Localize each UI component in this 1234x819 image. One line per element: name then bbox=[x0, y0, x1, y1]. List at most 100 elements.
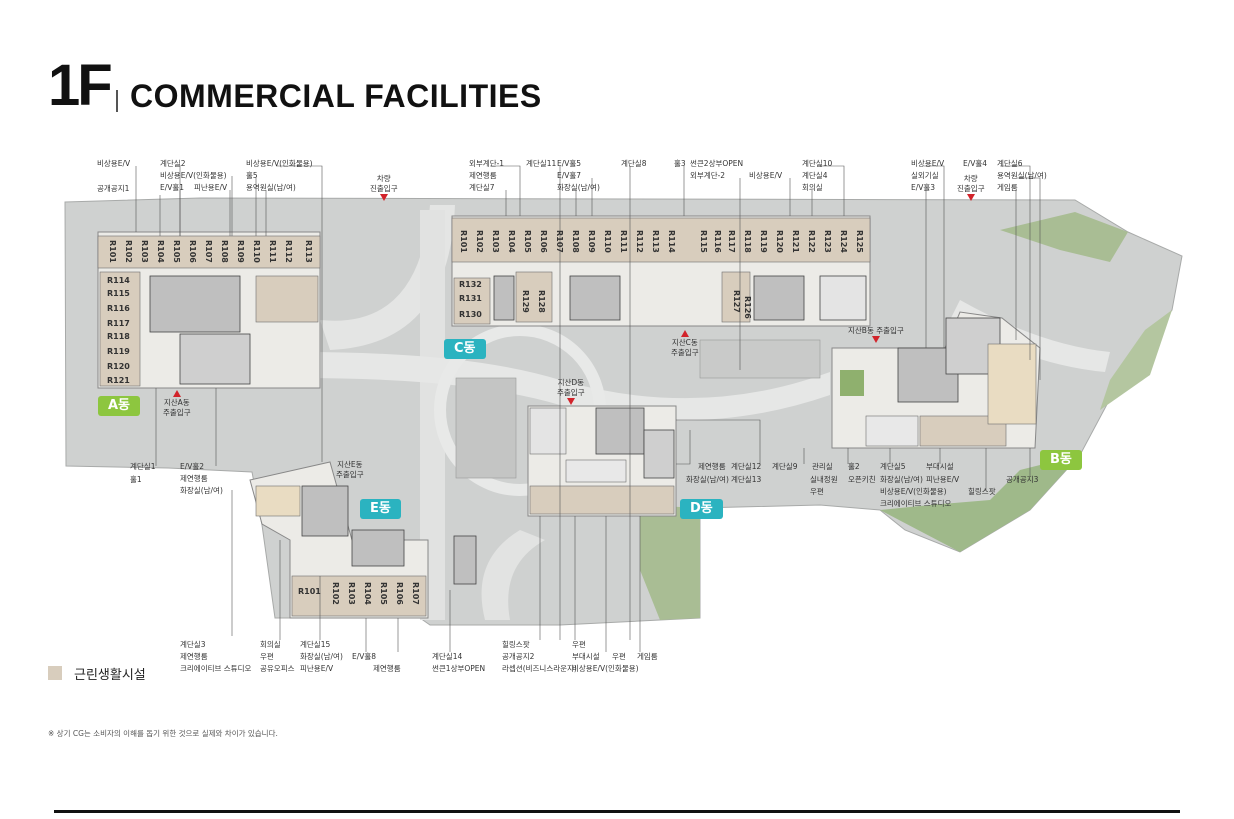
callout-label: 게임룸 bbox=[637, 652, 658, 661]
sunken-plaza bbox=[455, 377, 517, 479]
callout-label: 홀5 bbox=[246, 171, 258, 180]
callout-label: 계단실7 bbox=[469, 183, 495, 192]
room-label: R112 bbox=[635, 230, 644, 253]
callout-label: 계단실2 bbox=[160, 159, 186, 168]
callout-label: E/V홀8 bbox=[352, 652, 377, 661]
title-divider bbox=[116, 90, 118, 112]
landscape-green bbox=[1000, 212, 1128, 262]
room-label: R118 bbox=[743, 230, 752, 253]
callout-label: 계단실5 bbox=[880, 462, 906, 471]
leader-lines bbox=[135, 165, 1041, 652]
building-a-units-side bbox=[99, 271, 141, 387]
road bbox=[300, 352, 830, 421]
callout-label: 외부계단-2 bbox=[690, 171, 726, 180]
room-label: R110 bbox=[603, 230, 612, 253]
callout-label: 힐링스팟 bbox=[502, 640, 530, 649]
room-label: R121 bbox=[107, 376, 130, 385]
entrance-arrow-icon bbox=[566, 398, 575, 405]
callout-label: 공유오피스 bbox=[260, 664, 295, 673]
entrance-label: 지산E동 bbox=[337, 460, 363, 469]
callout-label: 비상용E/V bbox=[911, 159, 945, 168]
room-label: R132 bbox=[459, 280, 482, 289]
callout-label: E/V홀3 bbox=[911, 183, 936, 192]
entrance-arrow-icon bbox=[966, 194, 975, 201]
building-c-core bbox=[569, 275, 621, 321]
vehicle-entrance-label: 차량 bbox=[376, 174, 391, 183]
callout-label: 화장실(남/여) bbox=[557, 183, 600, 192]
building-c-unit bbox=[721, 271, 751, 323]
callout-label: 피난용E/V bbox=[194, 183, 228, 192]
callout-label: 게임룸 bbox=[997, 183, 1018, 192]
landscape-green bbox=[1100, 310, 1172, 410]
building-c-core bbox=[493, 275, 515, 321]
callout-label: 관리실 bbox=[812, 462, 833, 471]
callout-label: 홀2 bbox=[848, 462, 860, 471]
callout-label: 크리에이티브 스튜디오 bbox=[180, 664, 252, 673]
road bbox=[420, 210, 445, 620]
callout-label: 오픈키친 bbox=[848, 475, 876, 484]
entrance-label: 지산A동 bbox=[163, 398, 190, 407]
callout-label: 부대시설 bbox=[572, 652, 600, 661]
room-label: R103 bbox=[140, 240, 149, 263]
road bbox=[481, 530, 545, 620]
landscape-green bbox=[880, 455, 1080, 552]
callout-label: E/V홀5 bbox=[557, 159, 582, 168]
room-label: R103 bbox=[491, 230, 500, 253]
room-label: R113 bbox=[651, 230, 660, 253]
room-label: R106 bbox=[395, 582, 404, 605]
legend-swatch bbox=[48, 666, 62, 680]
room-label: R105 bbox=[172, 240, 181, 263]
room-label: R106 bbox=[188, 240, 197, 263]
callout-label: 계단실6 bbox=[997, 159, 1023, 168]
room-label: R125 bbox=[855, 230, 864, 253]
footnote: ※ 상기 CG는 소비자의 이해를 돕기 위한 것으로 실제와 차이가 있습니다… bbox=[48, 729, 278, 738]
building-c-core bbox=[819, 275, 867, 321]
entrance-c: 지산C동 주출입구 bbox=[671, 330, 699, 358]
callout-label: 용역원실(남/여) bbox=[997, 171, 1047, 180]
building-e-office bbox=[255, 485, 301, 517]
callout-label: 비상용E/V(인화물용) bbox=[160, 171, 227, 180]
callout-label: 피난용E/V bbox=[926, 475, 960, 484]
room-label: R122 bbox=[807, 230, 816, 253]
callout-label: 공개공지1 bbox=[97, 184, 130, 193]
room-label: R120 bbox=[775, 230, 784, 253]
callout-label: 우편 bbox=[260, 652, 274, 661]
callout-label: 계단실4 bbox=[802, 171, 828, 180]
room-label: R128 bbox=[537, 290, 546, 313]
room-label: R112 bbox=[284, 240, 293, 263]
vehicle-entrance-1: 차량 진출입구 bbox=[370, 174, 398, 202]
legend-label: 근린생활시설 bbox=[74, 668, 146, 683]
callout-label: 홀3 bbox=[674, 159, 686, 168]
entrance-label: 지산D동 bbox=[557, 378, 585, 387]
callout-label: 비상용E/V(인화물용) bbox=[880, 487, 947, 496]
building-d-lounge bbox=[529, 485, 675, 515]
callout-label: 계단실15 bbox=[300, 640, 331, 649]
room-label: R126 bbox=[743, 296, 752, 319]
room-label: R113 bbox=[304, 240, 313, 263]
callout-label: 외부계단-1 bbox=[469, 159, 505, 168]
room-label: R115 bbox=[107, 289, 130, 298]
room-label: R130 bbox=[459, 310, 482, 319]
callout-label: 계단실3 bbox=[180, 640, 206, 649]
callout-label: 용역원실(남/여) bbox=[246, 183, 296, 192]
building-c-unit bbox=[515, 271, 553, 323]
room-label: R103 bbox=[347, 582, 356, 605]
room-label: R115 bbox=[699, 230, 708, 253]
vehicle-entrance-label: 진출입구 bbox=[370, 184, 398, 193]
building-b-lounge bbox=[987, 343, 1037, 425]
building-b-kitchen bbox=[865, 415, 919, 447]
room-label: R114 bbox=[667, 230, 676, 253]
room-label: R111 bbox=[268, 240, 277, 263]
entrance-label: 지산B동 주출입구 bbox=[848, 326, 904, 335]
vehicle-entrance-label: 차량 bbox=[963, 174, 978, 183]
floor-number: 1F bbox=[48, 53, 113, 118]
entrance-label: 지산C동 bbox=[671, 338, 698, 347]
entrance-b: 지산B동 주출입구 bbox=[848, 326, 904, 344]
room-label: R110 bbox=[252, 240, 261, 263]
callout-label: 화장실(남/여) bbox=[300, 652, 343, 661]
room-label: R102 bbox=[331, 582, 340, 605]
entrance-label: 주출입구 bbox=[671, 348, 699, 357]
room-label: R104 bbox=[156, 240, 165, 263]
callout-label: 계단실9 bbox=[772, 462, 798, 471]
callout-label: 힐링스팟 bbox=[968, 487, 996, 496]
